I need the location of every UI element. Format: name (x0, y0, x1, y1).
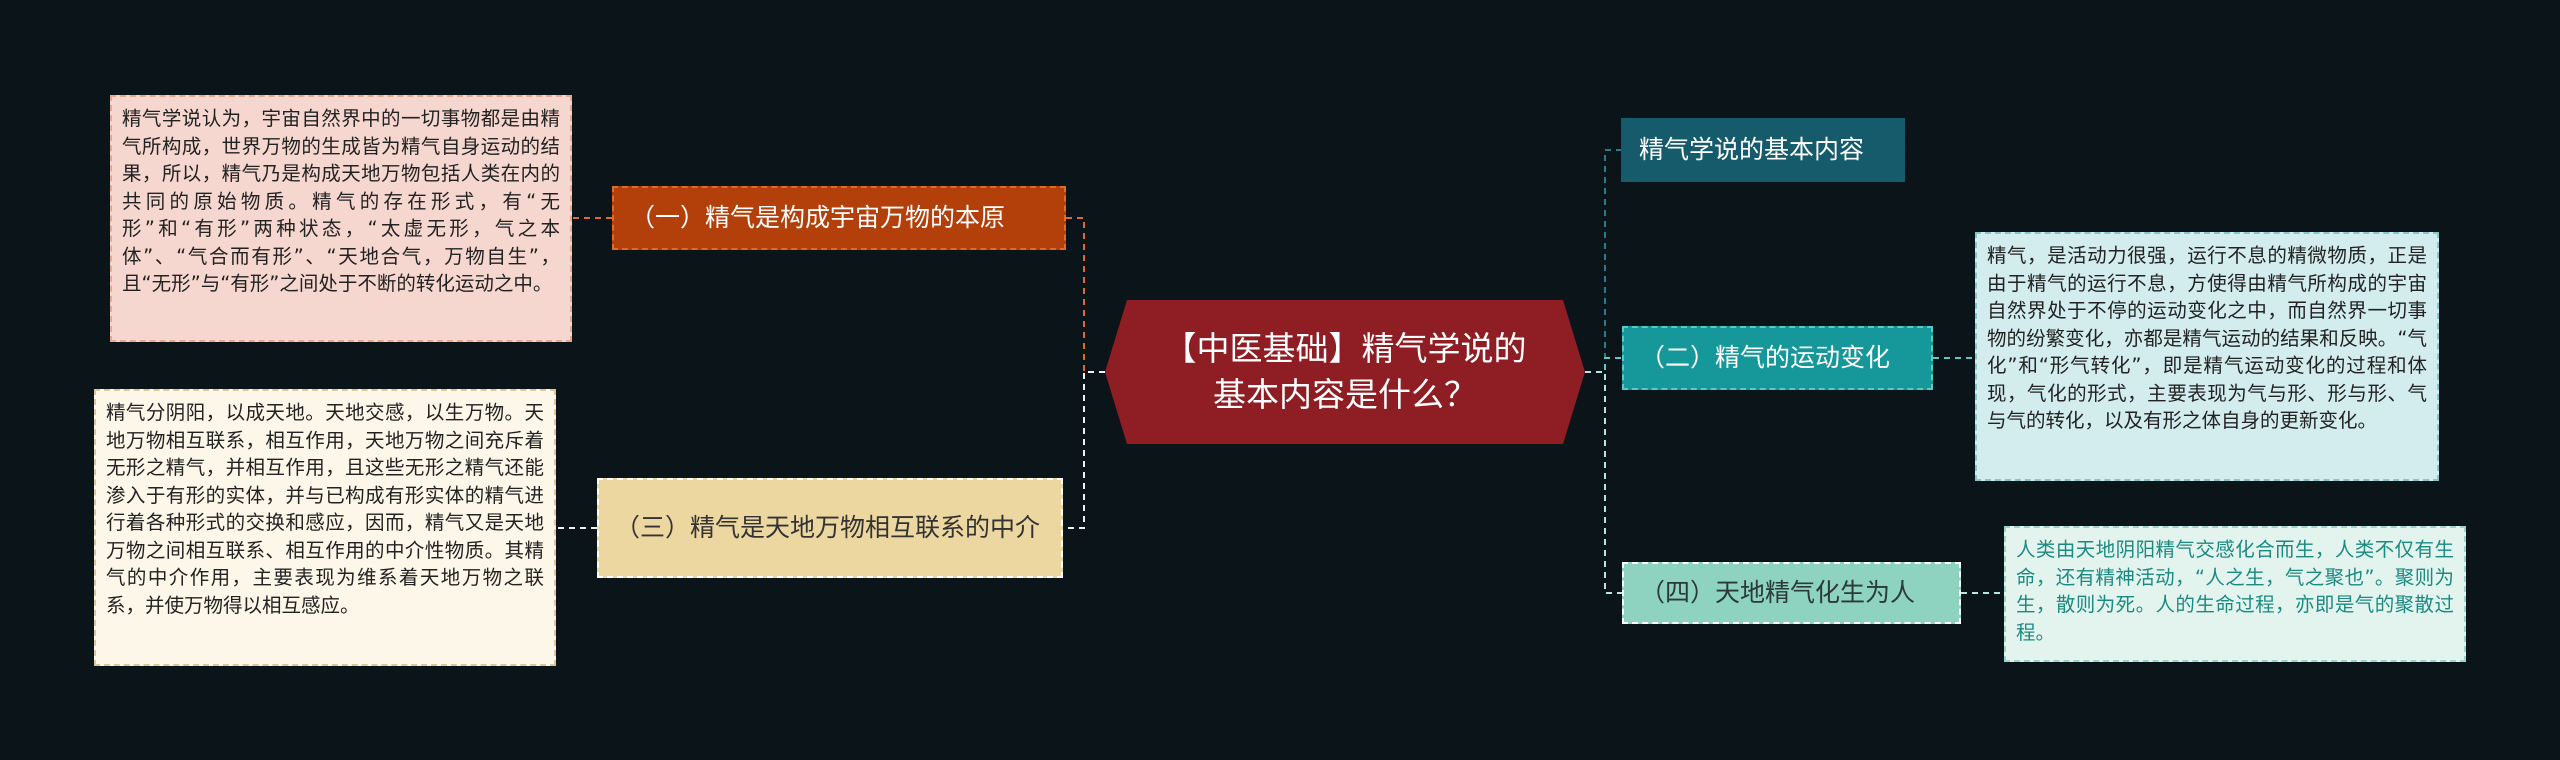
central-topic[interactable]: 【中医基础】精气学说的 基本内容是什么？ (1105, 300, 1585, 444)
branch-basic-content-label: 精气学说的基本内容 (1639, 135, 1865, 164)
branch-basic-content[interactable]: 精气学说的基本内容 (1621, 118, 1905, 182)
branch-essence-motion-label: （二）精气的运动变化 (1640, 343, 1891, 372)
connector-center-branch-2 (1585, 357, 1622, 373)
central-topic-title: 【中医基础】精气学说的 基本内容是什么？ (1163, 329, 1527, 414)
connector-center-branch-4 (1585, 371, 1622, 594)
branch-essence-motion[interactable]: （二）精气的运动变化 (1622, 326, 1933, 390)
branch-human-generation[interactable]: （四）天地精气化生为人 (1622, 562, 1961, 624)
detail-human-generation-text: 人类由天地阴阳精气交感化合而生，人类不仅有生命，还有精神活动，“人之生，气之聚也… (2016, 538, 2454, 644)
branch-essence-origin[interactable]: （一）精气是构成宇宙万物的本原 (612, 186, 1066, 250)
branch-human-generation-label: （四）天地精气化生为人 (1640, 578, 1916, 607)
detail-essence-origin-text: 精气学说认为，宇宙自然界中的一切事物都是由精气所构成，世界万物的生成皆为精气自身… (122, 107, 560, 295)
detail-essence-motion: 精气，是活动力很强，运行不息的精微物质，正是由于精气的运行不息，方使得由精气所构… (1975, 232, 2439, 481)
detail-essence-medium-text: 精气分阴阳，以成天地。天地交感，以生万物。天地万物相互联系，相互作用，天地万物之… (106, 401, 544, 617)
detail-essence-medium: 精气分阴阳，以成天地。天地交感，以生万物。天地万物相互联系，相互作用，天地万物之… (94, 389, 556, 666)
central-topic-shape (1105, 300, 1585, 444)
connector-center-branch-1 (1066, 217, 1105, 373)
connector-center-branch-3 (1063, 371, 1105, 529)
detail-essence-origin: 精气学说认为，宇宙自然界中的一切事物都是由精气所构成，世界万物的生成皆为精气自身… (110, 95, 572, 342)
branch-essence-medium[interactable]: （三）精气是天地万物相互联系的中介 (597, 478, 1063, 578)
detail-essence-motion-text: 精气，是活动力很强，运行不息的精微物质，正是由于精气的运行不息，方使得由精气所构… (1987, 244, 2427, 432)
detail-human-generation: 人类由天地阴阳精气交感化合而生，人类不仅有生命，还有精神活动，“人之生，气之聚也… (2004, 526, 2466, 662)
branch-essence-origin-label: （一）精气是构成宇宙万物的本原 (630, 203, 1006, 232)
branch-essence-medium-label: （三）精气是天地万物相互联系的中介 (615, 513, 1041, 542)
connector-center-branch-top (1585, 149, 1621, 373)
